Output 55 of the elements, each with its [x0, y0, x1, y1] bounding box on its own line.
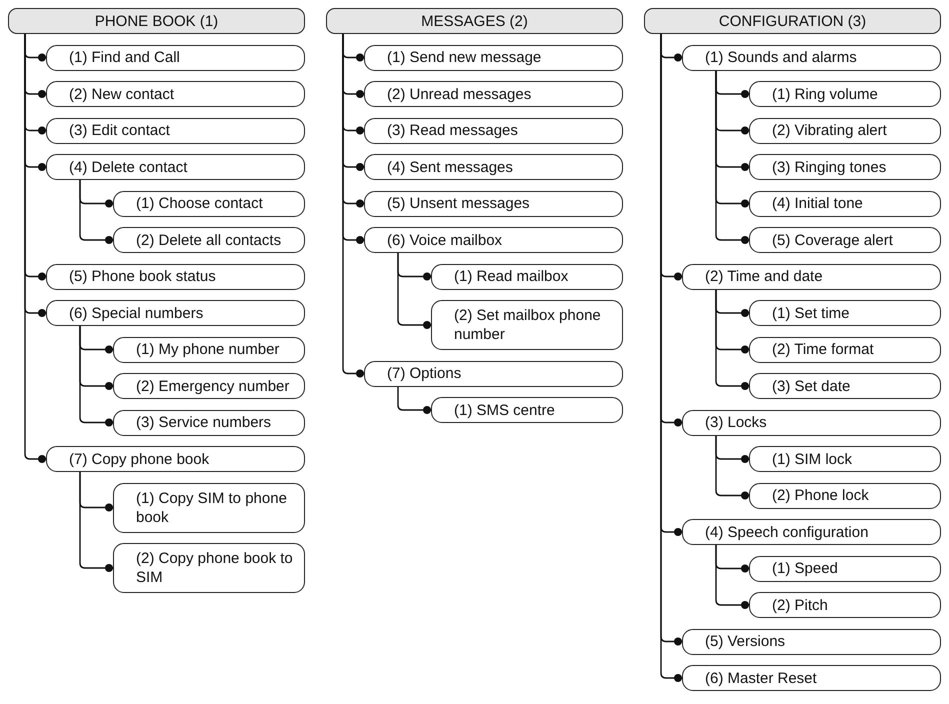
connector-line: [715, 70, 749, 244]
connector-line: [79, 326, 113, 426]
menu-item: (6) Voice mailbox: [364, 227, 623, 253]
menu-item: (6) Special numbers: [46, 300, 305, 326]
connector-line: [715, 545, 749, 609]
menu-item: (4) Sent messages: [364, 154, 623, 180]
connector-line: [715, 436, 749, 500]
menu-item: (2) Vibrating alert: [749, 118, 941, 144]
menu-item: (5) Coverage alert: [749, 227, 941, 253]
connector-line: [715, 290, 749, 390]
menu-item: (3) Service numbers: [113, 410, 305, 436]
connector-line: [79, 180, 113, 244]
menu-item: (1) SMS centre: [431, 397, 623, 423]
menu-item: (5) Phone book status: [46, 264, 305, 290]
menu-item: (2) Copy phone book to SIM: [113, 543, 305, 593]
menu-item: (1) Copy SIM to phone book: [113, 482, 305, 532]
menu-item: (2) Delete all contacts: [113, 227, 305, 253]
menu-header: CONFIGURATION (3): [644, 8, 941, 34]
menu-item: (5) Unsent messages: [364, 190, 623, 216]
menu-item: (3) Locks: [682, 410, 941, 436]
connector-line: [397, 253, 431, 329]
menu-item: (1) Ring volume: [749, 81, 941, 107]
menu-item: (1) Send new message: [364, 44, 623, 70]
menu-item: (2) Time and date: [682, 264, 941, 290]
menu-item: (2) Set mailbox phone number: [431, 300, 623, 350]
menu-item: (1) Speed: [749, 556, 941, 582]
menu-item: (4) Initial tone: [749, 190, 941, 216]
menu-item: (3) Edit contact: [46, 118, 305, 144]
menu-item: (1) Choose contact: [113, 190, 305, 216]
menu-item: (7) Copy phone book: [46, 446, 305, 472]
menu-item: (3) Ringing tones: [749, 154, 941, 180]
connector-line: [397, 386, 431, 414]
menu-item: (7) Options: [364, 360, 623, 386]
menu-item: (1) SIM lock: [749, 446, 941, 472]
menu-header: PHONE BOOK (1): [8, 8, 305, 34]
menu-item: (2) Phone lock: [749, 482, 941, 508]
menu-item: (3) Read messages: [364, 118, 623, 144]
menu-item: (1) Set time: [749, 300, 941, 326]
menu-item: (4) Delete contact: [46, 154, 305, 180]
menu-item: (2) Time format: [749, 336, 941, 362]
menu-item: (1) Find and Call: [46, 44, 305, 70]
menu-item: (2) Emergency number: [113, 373, 305, 399]
menu-header: MESSAGES (2): [326, 8, 623, 34]
menu-item: (2) New contact: [46, 81, 305, 107]
connector-line: [79, 472, 113, 572]
menu-item: (1) Read mailbox: [431, 264, 623, 290]
menu-item: (6) Master Reset: [682, 665, 941, 691]
menu-item: (4) Speech configuration: [682, 519, 941, 545]
menu-item: (1) Sounds and alarms: [682, 44, 941, 70]
menu-item: (3) Set date: [749, 373, 941, 399]
menu-item: (1) My phone number: [113, 336, 305, 362]
menu-item: (5) Versions: [682, 628, 941, 654]
menu-item: (2) Pitch: [749, 592, 941, 618]
menu-item: (2) Unread messages: [364, 81, 623, 107]
connector-line: [342, 34, 364, 378]
